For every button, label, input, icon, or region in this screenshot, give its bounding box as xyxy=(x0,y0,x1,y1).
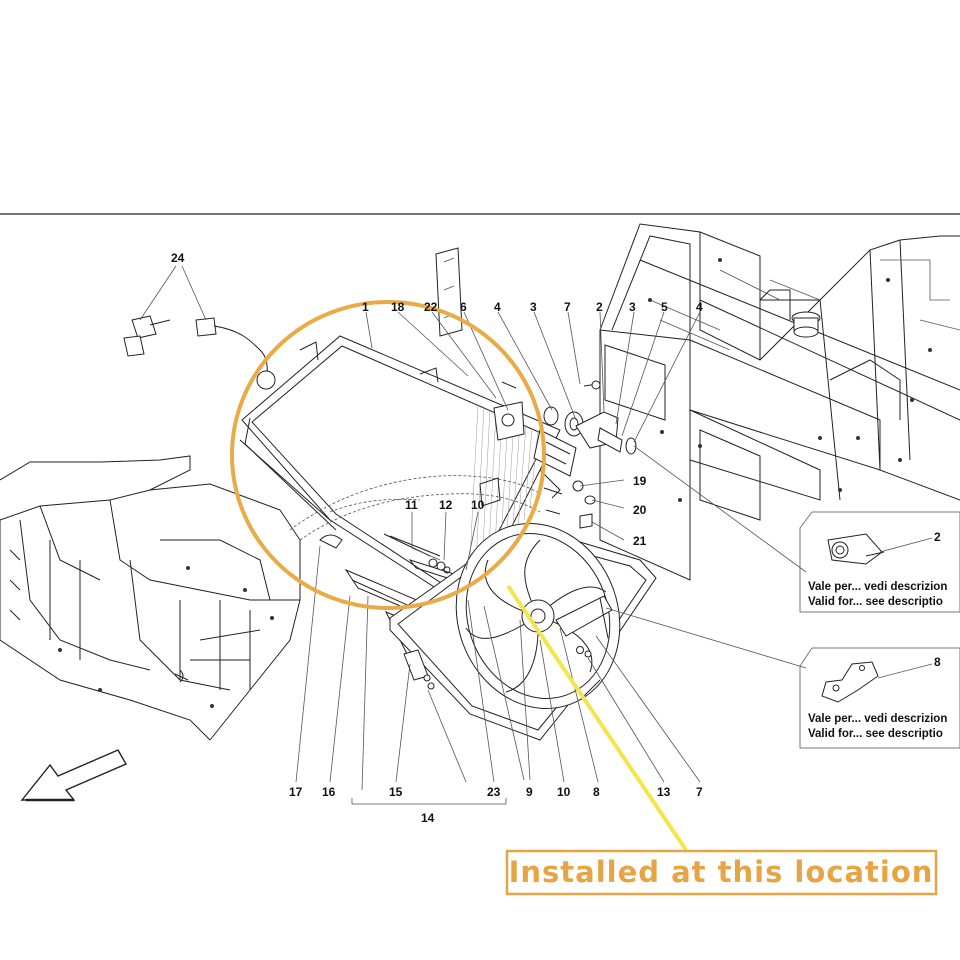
leader-lines xyxy=(139,265,933,805)
callout-7-lower: 7 xyxy=(696,785,703,799)
callout-17: 17 xyxy=(289,785,303,799)
detail-2-note-line1: Vale per... vedi descrizion xyxy=(808,581,947,593)
detail-inset-2: Vale per... vedi descrizion Valid for...… xyxy=(799,511,960,613)
callout-3-right: 3 xyxy=(629,300,636,314)
mounting-hardware xyxy=(389,380,637,690)
banner-text: Installed at this location xyxy=(509,855,934,889)
detail-8-note-line2: Valid for... see descriptio xyxy=(808,728,943,740)
callout-18: 18 xyxy=(391,300,405,314)
callout-12: 12 xyxy=(439,498,453,512)
callout-22: 22 xyxy=(424,300,438,314)
front-direction-arrow-icon xyxy=(20,749,127,802)
callout-13: 13 xyxy=(657,785,671,799)
detail-inset-8: Vale per... vedi descrizion Valid for...… xyxy=(799,647,960,749)
callout-21: 21 xyxy=(633,534,647,548)
callout-1: 1 xyxy=(362,300,369,314)
callout-15: 15 xyxy=(389,785,403,799)
callout-8-detail: 8 xyxy=(934,655,941,669)
callout-10-lower: 10 xyxy=(557,785,571,799)
callout-14: 14 xyxy=(421,811,435,825)
callout-9: 9 xyxy=(526,785,533,799)
callout-6: 6 xyxy=(460,300,467,314)
wiring-harness xyxy=(123,315,276,390)
callout-labels: 24 1 18 22 6 4 3 7 2 3 5 4 19 20 21 11 1… xyxy=(171,251,941,825)
cooling-fan xyxy=(389,523,657,741)
front-bumper-structure xyxy=(0,455,301,741)
callout-23: 23 xyxy=(487,785,501,799)
callout-4-top-left: 4 xyxy=(494,300,501,314)
chassis-frame xyxy=(435,223,960,581)
callout-4-top-right: 4 xyxy=(696,300,703,314)
callout-2-top: 2 xyxy=(596,300,603,314)
location-pointer xyxy=(506,584,688,852)
callout-7-top: 7 xyxy=(564,300,571,314)
detail-2-note-line2: Valid for... see descriptio xyxy=(808,596,943,608)
callout-2-detail: 2 xyxy=(934,530,941,544)
callout-10-upper: 10 xyxy=(471,498,485,512)
highlight-ring xyxy=(230,300,546,610)
detail-8-note-line1: Vale per... vedi descrizion xyxy=(808,713,947,725)
callout-11: 11 xyxy=(405,498,418,512)
callout-8-lower: 8 xyxy=(593,785,600,799)
callout-19: 19 xyxy=(633,474,647,488)
callout-5: 5 xyxy=(661,300,668,314)
installed-location-banner: Installed at this location xyxy=(505,849,938,896)
callout-3-left: 3 xyxy=(530,300,537,314)
callout-24: 24 xyxy=(171,251,185,265)
callout-20: 20 xyxy=(633,503,647,517)
callout-16: 16 xyxy=(322,785,336,799)
